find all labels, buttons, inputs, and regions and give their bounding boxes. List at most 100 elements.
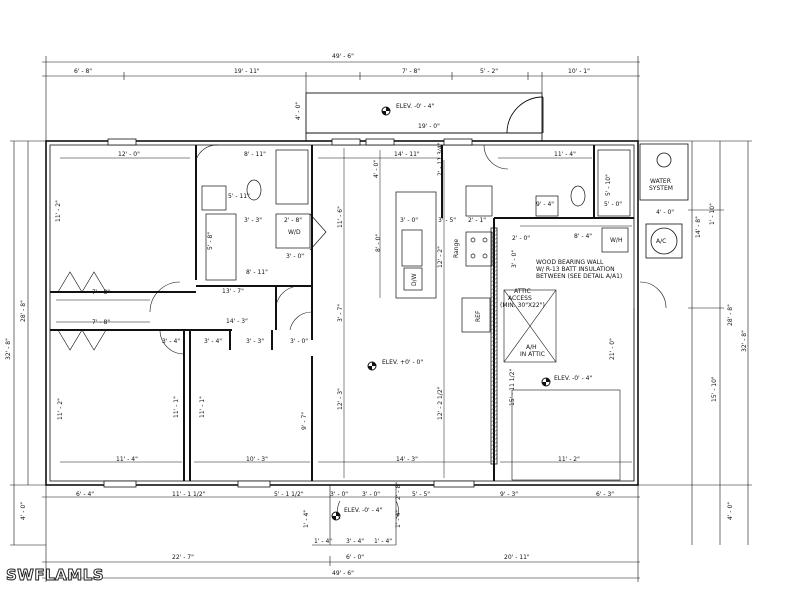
hatch-line bbox=[490, 277, 498, 283]
dw-label: D/W bbox=[411, 273, 418, 286]
laundry-label: W/D bbox=[288, 229, 301, 236]
hatch-line bbox=[490, 333, 498, 339]
hatch-line bbox=[490, 401, 498, 407]
master-bath-dim-2: 5' - 10" bbox=[605, 174, 612, 196]
kitchen-dim-5: 8' - 0" bbox=[375, 234, 382, 252]
hatch-line bbox=[490, 449, 498, 455]
bed3-width-dim: 10' - 3" bbox=[246, 456, 268, 463]
hatch-line bbox=[490, 281, 498, 287]
range-label: Range bbox=[453, 239, 460, 258]
hatch-line bbox=[490, 369, 498, 375]
master-bath-dim-3: 5' - 0" bbox=[604, 201, 622, 208]
hatch-line bbox=[490, 373, 498, 379]
hatch-line bbox=[490, 421, 498, 427]
hatch-line bbox=[490, 413, 498, 419]
bed2-height-dim: 11' - 2" bbox=[57, 398, 64, 420]
bearing-wall-note: WOOD BEARING WALL W/ R-13 BATT INSULATIO… bbox=[536, 259, 622, 280]
garage-height-dim: 21' - 0" bbox=[609, 338, 616, 360]
bed1-width-dim: 12' - 0" bbox=[118, 151, 140, 158]
garage-elev-label: ELEV. -0' - 4" bbox=[554, 375, 592, 382]
living-height-dim: 12' - 3" bbox=[337, 388, 344, 410]
hatch-line bbox=[490, 293, 498, 299]
bath1-dim-1: 5' - 11" bbox=[228, 193, 250, 200]
hatch-line bbox=[490, 445, 498, 451]
bed2-width-dim: 11' - 4" bbox=[116, 456, 138, 463]
hatch-line bbox=[490, 441, 498, 447]
bottom-dimension-lines bbox=[42, 485, 640, 582]
bottom-dim-4: 3' - 0" bbox=[330, 491, 348, 498]
hall-closet-dim-3: 3' - 3" bbox=[246, 338, 264, 345]
porch-depth-dim: 4' - 0" bbox=[295, 102, 302, 120]
hatch-line bbox=[490, 397, 498, 403]
hatch-line bbox=[490, 313, 498, 319]
bath1-width-dim: 8' - 11" bbox=[244, 151, 266, 158]
bottom-dim-2: 11' - 1 1/2" bbox=[172, 491, 206, 498]
laundry-dim-2: 3' - 0" bbox=[286, 253, 304, 260]
porch-width-dim: 19' - 0" bbox=[418, 123, 440, 130]
master-bath-width-dim: 11' - 4" bbox=[554, 151, 576, 158]
hatch-line bbox=[490, 349, 498, 355]
door-swings bbox=[195, 144, 667, 520]
hatch-line bbox=[490, 453, 498, 459]
garage-dim-4: 3' - 0" bbox=[511, 250, 518, 268]
garage-dim-3: 2' - 0" bbox=[512, 235, 530, 242]
entry-width-dim: 6' - 0" bbox=[346, 554, 364, 561]
bath1-dim-3: 5' - 8" bbox=[207, 232, 214, 250]
bed2-height2-dim: 11' - 1" bbox=[173, 396, 180, 418]
garage-width-dim: 11' - 2" bbox=[558, 456, 580, 463]
bottom-dim-7: 9' - 3" bbox=[500, 491, 518, 498]
hatch-line bbox=[490, 409, 498, 415]
hatch-line bbox=[490, 289, 498, 295]
top-dimension-lines bbox=[42, 56, 640, 141]
hatch-line bbox=[490, 301, 498, 307]
master-bath-dim-1: 9' - 4" bbox=[536, 201, 554, 208]
bath1-dim-4: 8' - 11" bbox=[246, 269, 268, 276]
hall-dim-1: 13' - 7" bbox=[222, 288, 244, 295]
living-side-dim-3: 4' - 0" bbox=[373, 160, 380, 178]
kitchen-dim-3: 12' - 2" bbox=[437, 246, 444, 268]
entry-dim-1: 1' - 4" bbox=[314, 538, 332, 545]
hatch-line bbox=[490, 345, 498, 351]
ac-pad-dim: 4' - 0" bbox=[656, 209, 674, 216]
left-total-dim: 28' - 8" bbox=[20, 300, 27, 322]
right-dim-4: 15' - 10" bbox=[711, 376, 718, 402]
left-bottom-dim: 4' - 0" bbox=[20, 502, 27, 520]
hatch-line bbox=[490, 325, 498, 331]
bed3-height-dim: 11' - 1" bbox=[199, 396, 206, 418]
hatch-line bbox=[490, 405, 498, 411]
left-outer-dim: 32' - 8" bbox=[5, 338, 12, 360]
garage-details bbox=[503, 289, 635, 481]
laundry-dim-1: 2' - 8" bbox=[284, 217, 302, 224]
hatch-line bbox=[490, 297, 498, 303]
hatch-line bbox=[490, 273, 498, 279]
bottom-dim-8: 6' - 3" bbox=[596, 491, 614, 498]
entry-dim-2: 3' - 4" bbox=[346, 538, 364, 545]
ac-label: A/C bbox=[656, 238, 666, 245]
entry-side-2: 2' - 8" bbox=[395, 482, 402, 500]
living-width-dim: 14' - 3" bbox=[396, 456, 418, 463]
bath-fixtures bbox=[201, 149, 631, 281]
watermark: SWFLAMLS bbox=[5, 566, 105, 585]
hall-closet-dim-4: 3' - 0" bbox=[290, 338, 308, 345]
hatch-line bbox=[490, 269, 498, 275]
garage-dim-1: 8' - 4" bbox=[574, 233, 592, 240]
living-side-dim-2: 3' - 7" bbox=[337, 304, 344, 322]
bottom-half-left: 22' - 7" bbox=[172, 554, 194, 561]
wh-label: W/H bbox=[610, 237, 622, 244]
hatch-line bbox=[490, 385, 498, 391]
rear-porch bbox=[305, 92, 544, 142]
kitchen-dim-4: 12' - 2 1/2" bbox=[437, 386, 444, 420]
right-dim-1: 1' - 10" bbox=[709, 203, 716, 225]
hatch-line bbox=[490, 309, 498, 315]
right-dim-2: 14' - 8" bbox=[695, 216, 702, 238]
equipment-pads bbox=[639, 143, 689, 259]
hatch-line bbox=[490, 417, 498, 423]
entry-depth: 1' - 4" bbox=[395, 510, 402, 528]
hatch-line bbox=[490, 285, 498, 291]
bottom-dim-3: 5' - 1 1/2" bbox=[274, 491, 304, 498]
right-bottom-dim: 4' - 0" bbox=[727, 502, 734, 520]
bed1-height-dim: 11' - 2" bbox=[55, 200, 62, 222]
hatch-line bbox=[490, 365, 498, 371]
